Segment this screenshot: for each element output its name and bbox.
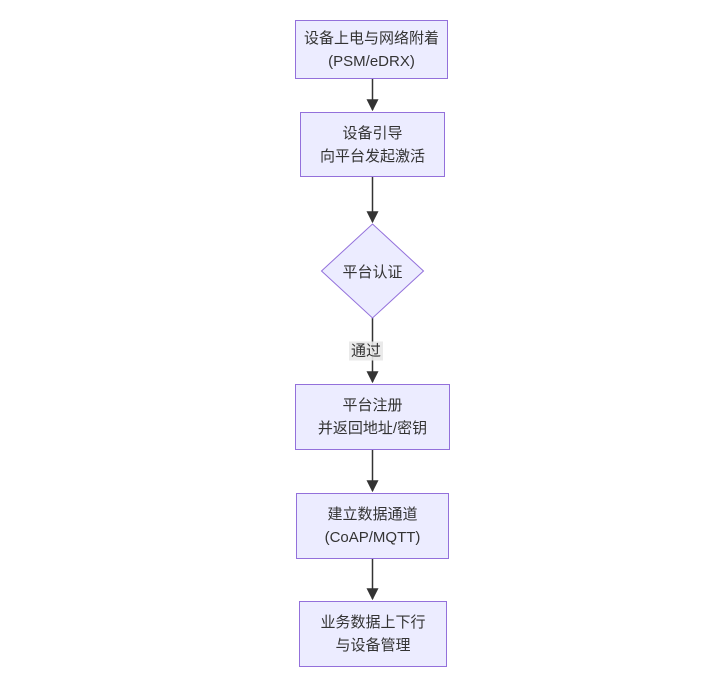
node-platform-register: 平台注册 并返回地址/密钥 <box>295 384 450 450</box>
node-power-on: 设备上电与网络附着 (PSM/eDRX) <box>295 20 448 79</box>
node-text-line: 并返回地址/密钥 <box>317 420 428 437</box>
node-data-channel: 建立数据通道 (CoAP/MQTT) <box>296 493 449 559</box>
node-business-data: 业务数据上下行 与设备管理 <box>299 601 447 667</box>
node-text-line: 设备上电与网络附着 <box>303 29 439 47</box>
node-text-line: 向平台发起激活 <box>319 147 425 165</box>
node-text-line: (PSM/eDRX) <box>328 52 415 70</box>
node-text-line: 与设备管理 <box>335 637 411 654</box>
edge-label-pass: 通过 <box>348 341 384 361</box>
node-bootstrap: 设备引导 向平台发起激活 <box>300 112 445 177</box>
node-text-line: 建立数据通道 <box>327 506 418 523</box>
node-text-line: 设备引导 <box>342 124 403 142</box>
decision-diamond-shape <box>320 223 425 319</box>
node-text-line: 业务数据上下行 <box>320 614 426 631</box>
node-text-line: (CoAP/MQTT) <box>324 529 421 546</box>
node-text-line: 平台注册 <box>342 397 403 414</box>
